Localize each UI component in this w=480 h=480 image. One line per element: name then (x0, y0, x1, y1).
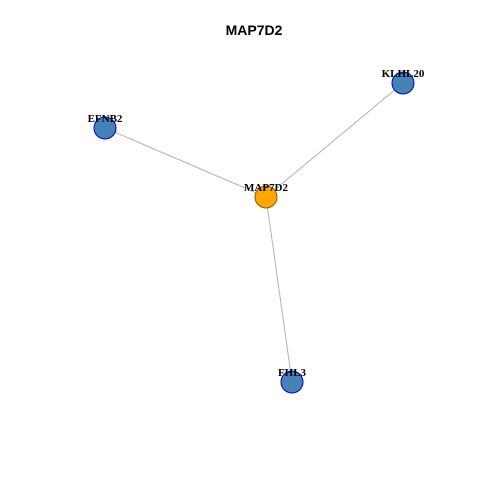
edge-map7d2-klhl20 (265, 82, 404, 198)
edge-map7d2-fhl3 (265, 196, 293, 383)
node-label-klhl20: KLHL20 (382, 68, 425, 80)
edge-map7d2-efnb2 (104, 127, 267, 198)
edge-layer (104, 82, 404, 383)
node-map7d2 (254, 185, 278, 209)
node-label-efnb2: EFNB2 (88, 113, 123, 125)
node-efnb2 (93, 116, 117, 140)
node-label-fhl3: FHL3 (278, 367, 307, 379)
node-fhl3 (280, 370, 304, 394)
node-label-map7d2: MAP7D2 (244, 182, 288, 194)
node-klhl20 (391, 71, 415, 95)
node-layer (93, 71, 415, 394)
graph-title: MAP7D2 (226, 22, 283, 38)
